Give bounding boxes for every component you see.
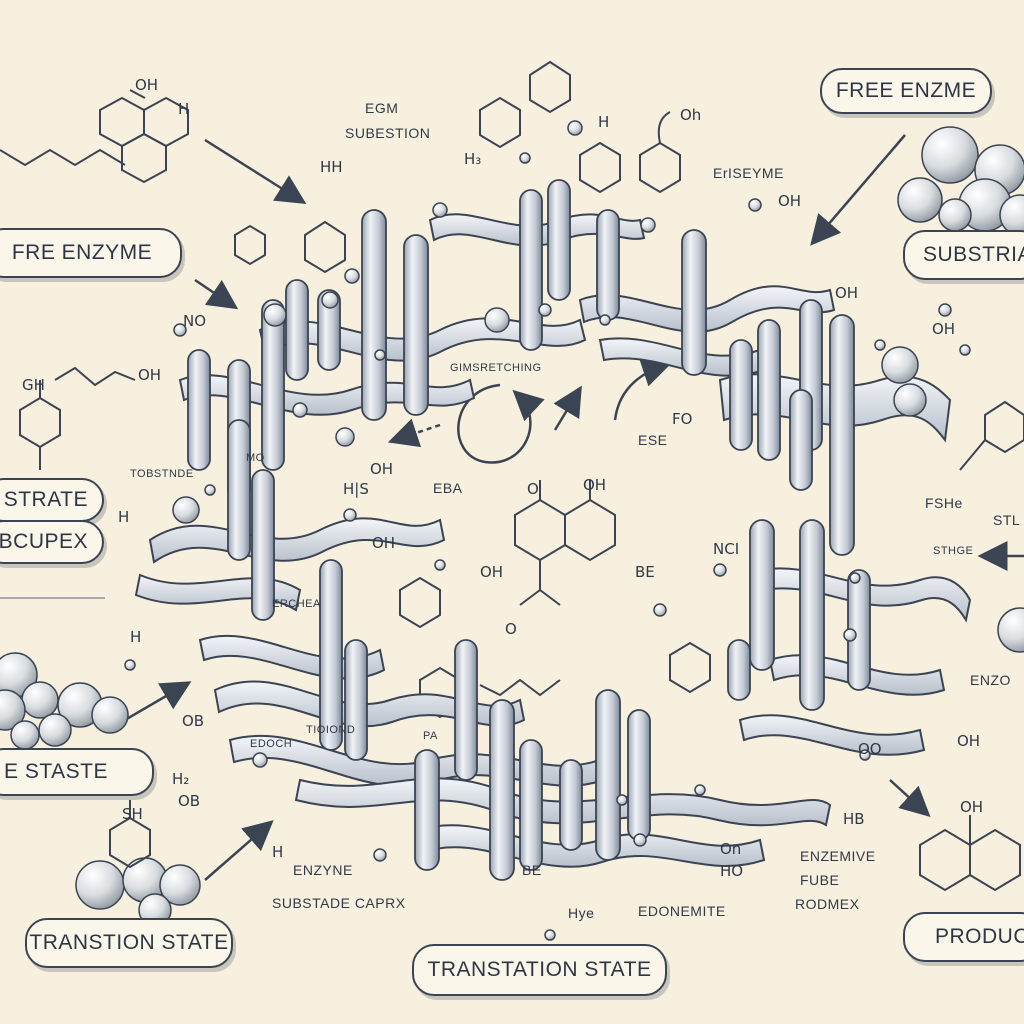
oh-ring-right-label: OH xyxy=(835,284,859,302)
oh-lower-label: OH xyxy=(372,534,396,552)
arrow-to-enzyme-left xyxy=(194,278,239,310)
rodmex-label: RODMEX xyxy=(795,896,860,912)
erseyme-label: ErISEYME xyxy=(713,165,784,181)
hb-label: HB xyxy=(843,810,865,828)
nci-label: NCI xyxy=(713,540,740,558)
edoch-label: EDOCH xyxy=(250,738,293,750)
dashed-arrow xyxy=(387,418,441,448)
h-left-label: H xyxy=(118,508,130,526)
h3-label: H₃ xyxy=(464,150,482,168)
egm-label: EGM xyxy=(365,100,399,116)
oh-top-label: OH xyxy=(135,76,159,94)
fo-label: FO xyxy=(672,410,693,428)
tobstnde-label: TOBSTNDE xyxy=(130,468,194,480)
sphere-cluster-top-right xyxy=(897,126,1024,236)
arrow-to-product xyxy=(889,779,931,818)
transition-state-bottom-label: TRANSTATION STATE xyxy=(412,944,667,996)
gimsretching-label: GIMSRETCHING xyxy=(450,362,542,374)
h-small-label: H xyxy=(598,113,610,131)
sthge-label: STHGE xyxy=(933,545,974,557)
h-lower-label: H xyxy=(130,628,142,646)
h-top-label: H xyxy=(178,100,190,118)
h2-label: H₂ xyxy=(172,770,190,788)
eba-label: EBA xyxy=(433,480,463,496)
qg-label: NO xyxy=(183,312,207,330)
ob-label: OB xyxy=(182,712,205,730)
pa-label: PA xyxy=(423,730,438,742)
e-state-label: E STASTE xyxy=(0,748,154,796)
oh-right-label: OH xyxy=(957,732,981,750)
free-enzyme-top-label: FREE ENZME xyxy=(820,68,992,114)
oh-mid-label: OH xyxy=(370,460,394,478)
bcupex-label: BCUPEX xyxy=(0,520,104,564)
enzyne-label: ENZYNE xyxy=(293,862,353,878)
oh-far-right-label: OH xyxy=(932,320,956,338)
free-enzyme-left-label: FRE ENZYME xyxy=(0,228,182,278)
ese-label: ESE xyxy=(638,432,668,448)
enzo-label: ENZO xyxy=(970,672,1011,688)
double-arrow xyxy=(553,385,582,431)
ercheta-label: ERCHEA xyxy=(272,598,321,610)
oh-ring-label: OH xyxy=(583,476,607,494)
enzemive-label: ENZEMIVE xyxy=(800,848,876,864)
hh-label: HH xyxy=(320,158,343,176)
arrow-from-free-enzyme-right xyxy=(810,134,906,246)
atoms xyxy=(124,120,971,941)
oh-product-label: OH xyxy=(960,798,984,816)
hye-label: Hye xyxy=(568,905,595,921)
cycle-arrow-right xyxy=(613,357,673,421)
hs-label: H|S xyxy=(343,480,369,498)
arrow-to-center-topleft xyxy=(204,138,307,205)
sphere-right-edge xyxy=(997,607,1024,653)
sh-label: SH xyxy=(122,805,143,823)
gh-label: GH xyxy=(22,376,45,394)
helix-cylinders xyxy=(187,179,871,881)
fube-label: FUBE xyxy=(800,872,840,888)
sphere-cluster-left xyxy=(0,652,129,750)
h-bottom-label: H xyxy=(272,843,284,861)
transition-state-left-label: TRANSTION STATE xyxy=(25,918,233,968)
edonemite-label: EDONEMITE xyxy=(638,903,726,919)
be-bottom-label: BE xyxy=(522,862,542,878)
o-below-label: O xyxy=(505,620,517,638)
oh-top-right-label: Oh xyxy=(680,106,702,124)
o-ring-label: O xyxy=(527,480,539,498)
be-ring-label: BE xyxy=(635,563,655,581)
sphere-cluster-bottom-left xyxy=(75,857,201,927)
oh-enzyme-label: OH xyxy=(778,192,802,210)
arrow-from-e-state xyxy=(124,681,192,722)
strate-label: STRATE xyxy=(0,478,104,522)
arrow-from-transition-left xyxy=(204,820,274,881)
oh-left-ring-label: OH xyxy=(480,563,504,581)
mo-label: MO xyxy=(246,452,265,464)
substation-label: SUBESTION xyxy=(345,125,431,141)
product-label: PRODUC xyxy=(903,912,1024,962)
pointer-arrows xyxy=(124,134,1024,881)
ob-lower-label: OB xyxy=(178,792,201,810)
ho-label: HO xyxy=(720,862,744,880)
substrate-right-label: SUBSTRIA xyxy=(903,230,1024,280)
on-label: On xyxy=(720,840,742,858)
oo-label: OO xyxy=(858,740,882,758)
fshe-label: FSHe xyxy=(925,495,963,511)
tioiond-label: TIOIOND xyxy=(306,724,356,736)
cycle-arrow-center xyxy=(457,383,545,464)
chemical-structures xyxy=(0,60,1024,892)
stl-label: STL xyxy=(993,512,1021,528)
substade-caprx-label: SUBSTADE CAPRX xyxy=(272,895,406,911)
oh-chain-label: OH xyxy=(138,366,162,384)
